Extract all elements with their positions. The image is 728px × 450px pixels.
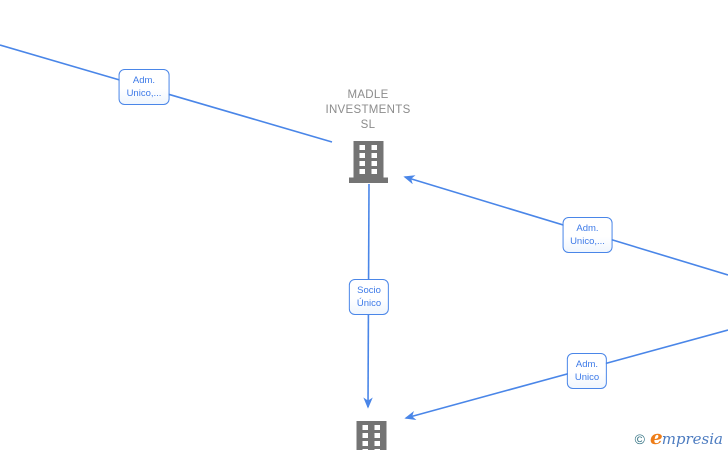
company-node-label[interactable]: MADLE INVESTMENTS SL	[288, 88, 448, 133]
edge-label-line: Adm.	[132, 74, 156, 86]
company-name-line3: SL	[360, 119, 376, 131]
edge-label-line: Unico,...	[126, 87, 162, 99]
copyright-icon: ©	[634, 431, 645, 447]
company-name-line2: INVESTMENTS	[325, 104, 411, 116]
edge-label-adm-unico-bottom[interactable]: Adm. Unico	[566, 352, 608, 389]
edge-label-line: Adm.	[576, 222, 599, 234]
company-building-icon[interactable]	[349, 141, 388, 183]
edge-label-line: Unico	[574, 371, 600, 383]
edge-label-line: Adm.	[575, 358, 599, 370]
edge-label-line: Socio	[357, 284, 381, 296]
edge-label-socio-unico[interactable]: Socio Único	[348, 278, 390, 315]
edge-label-adm-unico-top-left[interactable]: Adm. Unico,...	[118, 68, 170, 105]
edge-label-line: Único	[356, 297, 382, 309]
empresia-logo-text: mpresia	[661, 430, 723, 448]
edge-label-line: Unico,...	[570, 235, 605, 247]
empresia-logo-initial: e	[649, 425, 663, 449]
subsidiary-building-icon[interactable]	[352, 421, 391, 450]
edge-label-adm-unico-right[interactable]: Adm. Unico,...	[562, 216, 613, 253]
empresia-logo: © e mpresia	[635, 427, 723, 448]
company-name-line1: MADLE	[347, 89, 389, 101]
